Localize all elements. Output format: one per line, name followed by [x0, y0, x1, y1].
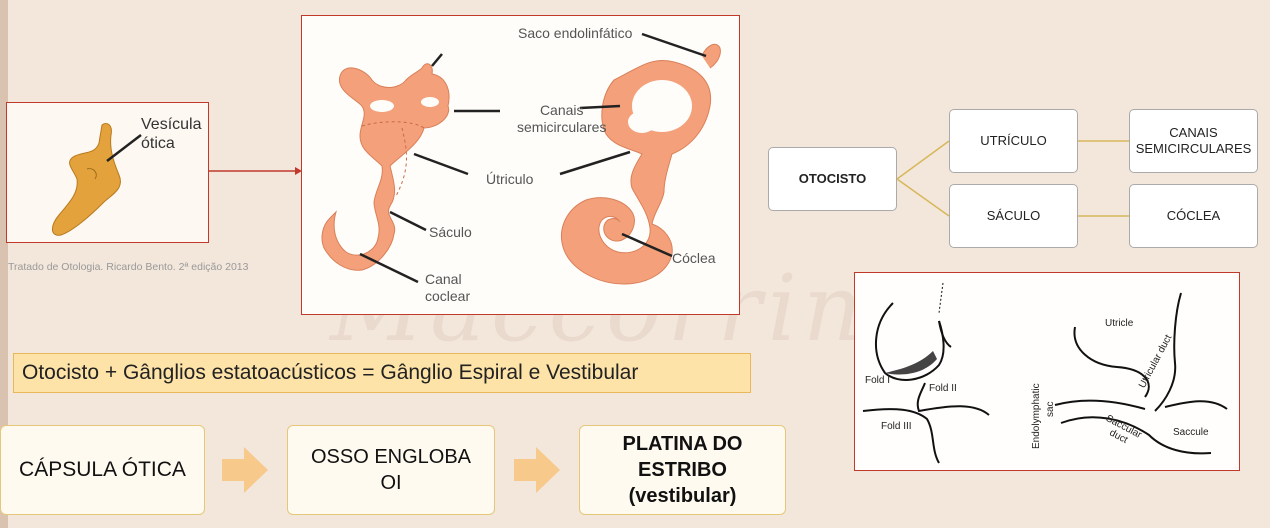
source-caption: Tratado de Otologia. Ricardo Bento. 2ª e…	[8, 261, 249, 273]
utricle-label: Utricle	[1105, 318, 1133, 329]
tree-node-saculo: SÁCULO	[949, 184, 1078, 248]
tree-node-coclea: CÓCLEA	[1129, 184, 1258, 248]
endolymphatic-label: Endolymphatic	[1031, 383, 1042, 449]
osso-line1: OSSO ENGLOBA	[311, 444, 471, 470]
coclea-label: Cóclea	[672, 250, 716, 267]
flow-box-osso: OSSO ENGLOBA OI	[287, 425, 495, 515]
inner-ear-drawing	[302, 16, 741, 316]
canais-label-line2: semicirculares	[517, 119, 606, 136]
platina-line1: PLATINA DO	[623, 431, 743, 457]
tree-node-otocisto: OTOCISTO	[768, 147, 897, 211]
otic-vesicle-panel: Vesícula ótica	[6, 102, 209, 243]
canais-line2: SEMICIRCULARES	[1136, 141, 1252, 157]
canal-label-line2: coclear	[425, 288, 470, 305]
osso-line2: OI	[311, 470, 471, 496]
vesicle-label-line2: ótica	[141, 134, 201, 153]
folds-drawing	[855, 273, 1241, 472]
saculo-label: Sáculo	[429, 224, 472, 241]
connector-arrow	[209, 166, 303, 176]
vesicle-label-line1: Vesícula	[141, 115, 201, 134]
saccule-label: Saccule	[1173, 427, 1209, 438]
utriculo-label: Útriculo	[486, 171, 533, 188]
sac-label: sac	[1045, 401, 1056, 417]
flow-box-platina: PLATINA DO ESTRIBO (vestibular)	[579, 425, 786, 515]
platina-line2: ESTRIBO	[623, 457, 743, 483]
inner-ear-panel: Saco endolinfático Canais semicirculares…	[301, 15, 740, 315]
canais-line1: CANAIS	[1136, 125, 1252, 141]
fold1-label: Fold I	[865, 375, 890, 386]
canais-label: Canais semicirculares	[517, 102, 606, 136]
flow-arrow-2	[514, 447, 560, 493]
folds-panel: Utricle Utricular duct Fold I Fold II Fo…	[854, 272, 1240, 471]
canal-label-line1: Canal	[425, 271, 470, 288]
highlight-statement: Otocisto + Gânglios estatoacústicos = Gâ…	[13, 353, 751, 393]
flow-box-capsula: CÁPSULA ÓTICA	[0, 425, 205, 515]
tree-node-utriculo: UTRÍCULO	[949, 109, 1078, 173]
canais-label-line1: Canais	[517, 102, 606, 119]
saco-label: Saco endolinfático	[518, 25, 632, 42]
tree-node-canais: CANAIS SEMICIRCULARES	[1129, 109, 1258, 173]
vesicle-label: Vesícula ótica	[141, 115, 201, 153]
flow-arrow-1	[222, 447, 268, 493]
canal-coclear-label: Canal coclear	[425, 271, 470, 305]
fold2-label: Fold II	[929, 383, 957, 394]
platina-line3: (vestibular)	[623, 483, 743, 509]
fold3-label: Fold III	[881, 421, 912, 432]
